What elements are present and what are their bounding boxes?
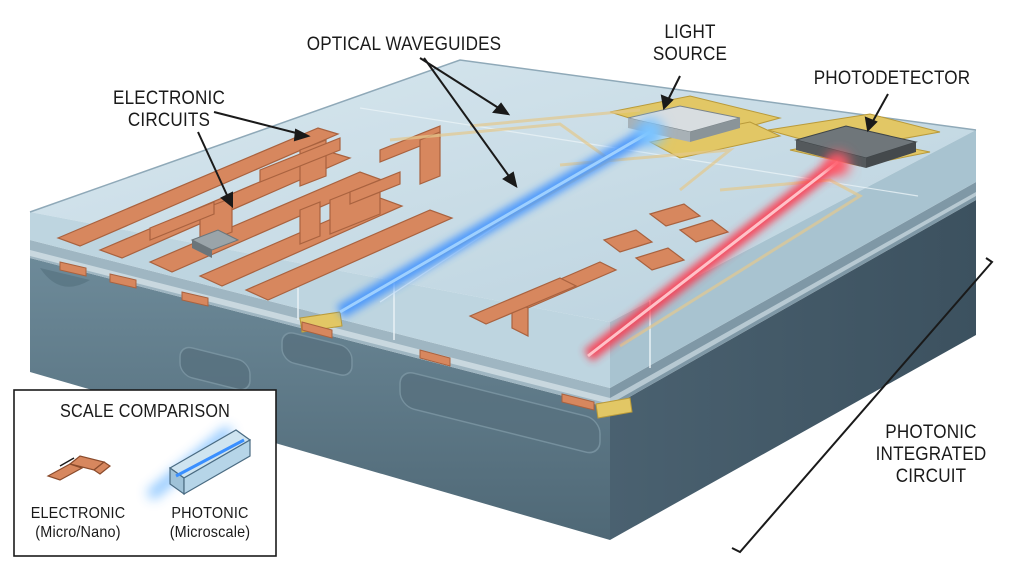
edge-contacts: [59, 261, 595, 411]
optical-waveguides-text: OPTICAL WAVEGUIDES: [306, 34, 502, 55]
photodetector-text: PHOTODETECTOR: [813, 68, 971, 89]
scale-comparison-box: [13, 389, 277, 557]
photonic-scale-line-2: (Microscale): [169, 524, 251, 541]
pic-bracket: [731, 257, 994, 554]
blue-laser-beam: [336, 118, 664, 319]
electronic-circuits-label: ELECTRONIC CIRCUITS: [102, 88, 237, 132]
light-source-line-1: LIGHT: [664, 22, 716, 43]
electronic-circuits-line-1: ELECTRONIC: [112, 88, 226, 109]
photonic-scale-line-1: PHOTONIC: [171, 505, 249, 522]
photodetector-label: PHOTODETECTOR: [802, 68, 982, 90]
light-source-label: LIGHT SOURCE: [645, 22, 735, 66]
electronic-scale-label: ELECTRONIC (Micro/Nano): [24, 504, 132, 542]
optical-waveguides-label: OPTICAL WAVEGUIDES: [296, 34, 512, 56]
electronic-scale-line-2: (Micro/Nano): [35, 524, 121, 541]
electronic-scale-icon: [46, 455, 112, 481]
scale-comparison-title: SCALE COMPARISON: [51, 402, 240, 421]
electronic-circuits-line-2: CIRCUITS: [127, 110, 211, 131]
electronic-circuit-traces: [56, 125, 454, 301]
scale-comparison-title-text: SCALE COMPARISON: [59, 401, 231, 421]
photonic-scale-icon: [146, 426, 252, 500]
red-laser-beam: [583, 152, 850, 362]
photonic-ic-line-3: CIRCUIT: [895, 466, 967, 487]
photonic-ic-label: PHOTONIC INTEGRATED CIRCUIT: [864, 422, 999, 488]
photonic-scale-label: PHOTONIC (Microscale): [156, 504, 264, 542]
transistor-chip: [190, 229, 240, 258]
electronic-scale-line-1: ELECTRONIC: [30, 505, 126, 522]
light-source-line-2: SOURCE: [652, 44, 728, 65]
photonic-ic-line-2: INTEGRATED: [875, 444, 987, 465]
photonic-ic-line-1: PHOTONIC: [885, 422, 977, 443]
leader-lines: [197, 57, 889, 209]
substrate: [30, 200, 976, 540]
copper-block-squares: [468, 203, 730, 337]
